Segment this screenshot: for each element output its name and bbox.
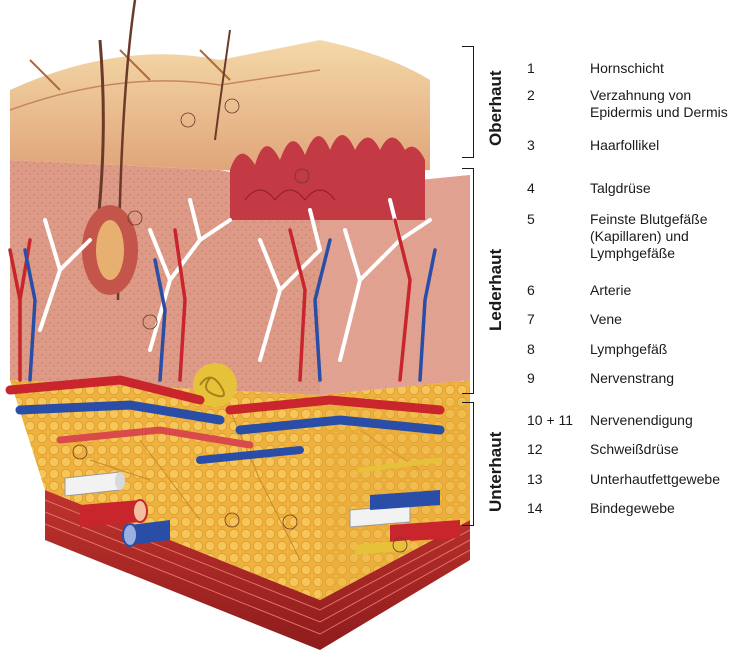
legend-label-bindegewebe: Bindegewebe [590, 500, 733, 517]
legend-number-10-11: 10 + 11 [527, 412, 573, 429]
legend-number-7: 7 [527, 311, 535, 328]
legend-number-4: 4 [527, 180, 535, 197]
layer-title-unterhaut: Unterhaut [486, 432, 506, 512]
skin-cross-section-illustration [0, 0, 470, 669]
legend-number-8: 8 [527, 341, 535, 358]
legend-label-arterie: Arterie [590, 282, 733, 299]
bracket-oberhaut [462, 46, 474, 158]
legend-label-vene: Vene [590, 311, 733, 328]
bracket-lederhaut [462, 168, 474, 394]
legend-number-9: 9 [527, 370, 535, 387]
legend-number-3: 3 [527, 137, 535, 154]
bracket-unterhaut [462, 402, 474, 526]
legend-number-13: 13 [527, 471, 543, 488]
legend-label-lymphgefaess: Lymphgefäß [590, 341, 733, 358]
layer-title-oberhaut: Oberhaut [486, 70, 506, 146]
legend-number-1: 1 [527, 60, 535, 77]
legend-number-6: 6 [527, 282, 535, 299]
legend-label-unterhautfettgewebe: Unterhautfettgewebe [590, 471, 733, 488]
legend-label-schweissdruese: Schweißdrüse [590, 441, 733, 458]
legend-label-nervenstrang: Nervenstrang [590, 370, 733, 387]
legend-label-kapillaren: Feinste Blutgefäße (Kapillaren) und Lymp… [590, 211, 733, 262]
legend-number-2: 2 [527, 87, 535, 104]
legend-label-nervenendigung: Nervenendigung [590, 412, 733, 429]
legend-label-hornschicht: Hornschicht [590, 60, 733, 77]
legend-number-14: 14 [527, 500, 543, 517]
legend-label-haarfollikel: Haarfollikel [590, 137, 733, 154]
legend-label-verzahnung: Verzahnung von Epidermis und Dermis [590, 87, 733, 121]
layer-title-lederhaut: Lederhaut [486, 249, 506, 331]
legend-number-12: 12 [527, 441, 543, 458]
legend-number-5: 5 [527, 211, 535, 228]
legend-label-talgdruese: Talgdrüse [590, 180, 733, 197]
